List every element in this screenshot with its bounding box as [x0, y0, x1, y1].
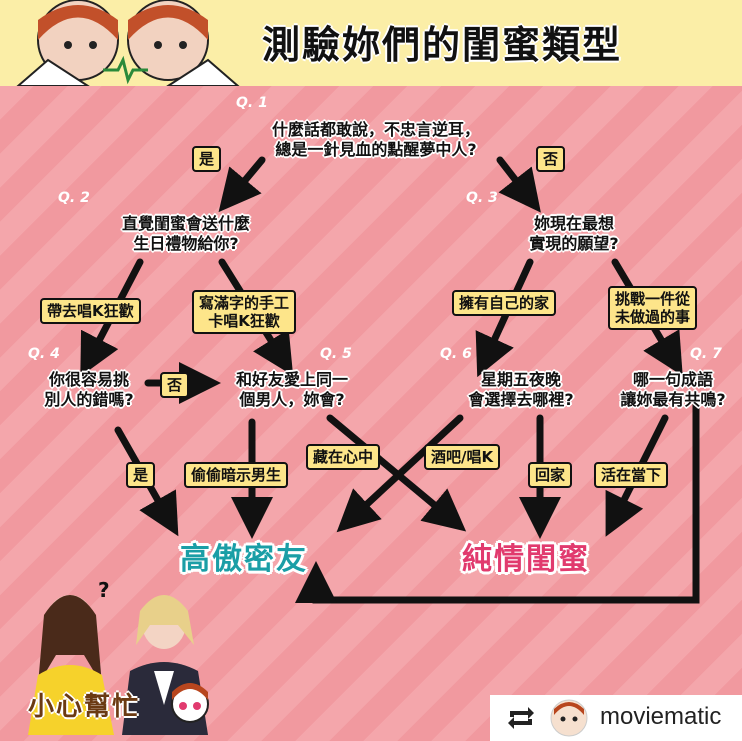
arrow-q1-no	[496, 156, 541, 213]
brand-logo: 小心幫忙	[28, 692, 141, 722]
q1-text-line2: 總是一針見血的點醒夢中人?	[275, 140, 477, 159]
answer-q4-no: 否	[160, 372, 190, 398]
answer-q2-b-line2: 卡唱K狂歡	[208, 312, 280, 330]
q2-question: 直覺閨蜜會送什麼 生日禮物給你?	[96, 214, 276, 254]
q4-text-line2: 別人的錯嗎?	[44, 390, 134, 409]
answer-q3-a: 擁有自己的家	[452, 290, 557, 316]
q4-text-line1: 你很容易挑	[48, 370, 129, 389]
logo-face-icon	[171, 683, 209, 723]
answer-q2-a: 帶去唱K狂歡	[40, 298, 141, 324]
q1-question: 什麼話都敢說，不忠言逆耳， 總是一針見血的點醒夢中人?	[236, 120, 516, 160]
q7-text-line1: 哪一句成語	[632, 370, 713, 389]
mascot-illustration	[16, 0, 240, 86]
q2-text-line2: 生日禮物給你?	[133, 234, 239, 253]
flowchart-background	[0, 86, 742, 741]
q4-question: 你很容易挑 別人的錯嗎?	[24, 370, 154, 410]
q7-text-line2: 讓妳最有共鳴?	[620, 390, 726, 409]
account-handle[interactable]: moviematic	[600, 703, 722, 730]
svg-text:?: ?	[98, 578, 110, 602]
answer-q3-b-line1: 挑戰一件從	[615, 290, 691, 308]
q6-question: 星期五夜晚 會選擇去哪裡?	[446, 370, 596, 410]
q5-question: 和好友愛上同一 個男人，妳會?	[212, 370, 372, 410]
q1-label: Q. 1	[236, 95, 268, 111]
result-pure-bestie: 純情閨蜜	[462, 542, 590, 577]
q6-text-line1: 星期五夜晚	[480, 370, 561, 389]
answer-q2-b: 寫滿字的手工 卡唱K狂歡	[192, 290, 297, 334]
characters-illustration: ?	[28, 578, 208, 735]
q2-label: Q. 2	[58, 190, 90, 206]
q3-label: Q. 3	[466, 190, 498, 206]
q3-question: 妳現在最想 實現的願望?	[504, 214, 644, 254]
q5-text-line1: 和好友愛上同一	[235, 370, 348, 389]
arrow-q1-yes	[218, 156, 266, 213]
answer-q7-a: 活在當下	[594, 462, 669, 488]
answer-q4-yes: 是	[126, 462, 156, 488]
q6-text-line2: 會選擇去哪裡?	[468, 390, 574, 409]
q3-text-line2: 實現的願望?	[529, 234, 619, 253]
q5-label: Q. 5	[320, 346, 352, 362]
q7-label: Q. 7	[690, 346, 722, 362]
q5-text-line2: 個男人，妳會?	[239, 390, 345, 409]
answer-q6-a: 酒吧/唱K	[424, 444, 501, 470]
answer-q3-b: 挑戰一件從 未做過的事	[608, 286, 698, 330]
q1-text-line1: 什麼話都敢說，不忠言逆耳，	[271, 120, 480, 139]
answer-q3-b-line2: 未做過的事	[615, 308, 691, 326]
q4-label: Q. 4	[28, 346, 60, 362]
answer-q5-a: 偷偷暗示男生	[184, 462, 289, 488]
result-proud-friend: 高傲密友	[180, 542, 308, 577]
header: 測驗妳們的閨蜜類型	[0, 0, 742, 86]
q6-label: Q. 6	[440, 346, 472, 362]
repost-icon[interactable]	[506, 705, 536, 731]
arrow-q7-b	[295, 400, 700, 604]
q2-text-line1: 直覺閨蜜會送什麼	[121, 214, 250, 233]
page-title: 測驗妳們的閨蜜類型	[262, 23, 623, 67]
q3-text-line1: 妳現在最想	[533, 214, 614, 233]
answer-q2-b-line1: 寫滿字的手工	[199, 294, 290, 312]
answer-q1-yes: 是	[192, 146, 222, 172]
answer-q5-b: 藏在心中	[306, 444, 381, 470]
answer-q6-b: 回家	[528, 462, 573, 488]
arrow-q5-b	[326, 414, 467, 532]
q7-question: 哪一句成語 讓妳最有共鳴?	[606, 370, 740, 410]
answer-q1-no: 否	[536, 146, 566, 172]
repost-footer: moviematic	[490, 695, 742, 741]
avatar[interactable]	[550, 699, 588, 737]
arrow-q6-a	[336, 414, 464, 533]
